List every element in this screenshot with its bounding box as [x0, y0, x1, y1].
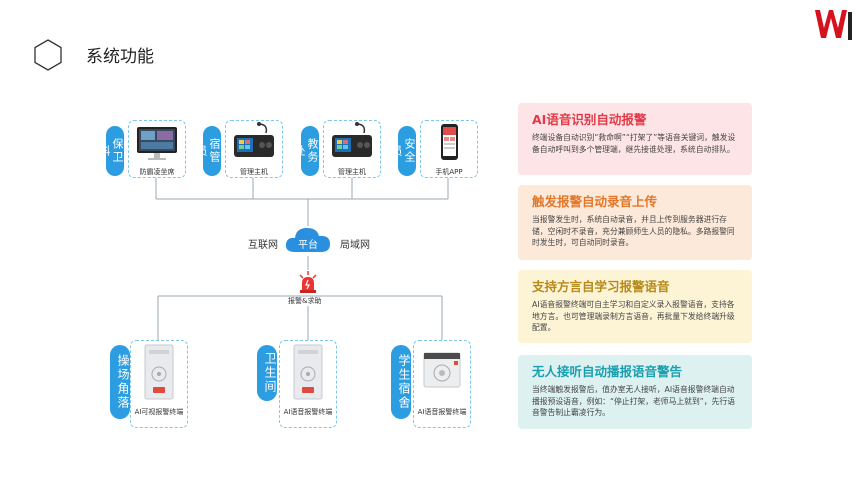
device-caption: AI语音报警终端 — [283, 408, 333, 416]
network-lan-label: 局域网 — [340, 240, 370, 251]
role-label-academic-office: 教务处 — [293, 126, 319, 176]
alarm-terminal-icon — [423, 352, 461, 388]
device-ai-video-alarm-terminal: AI可视报警终端 — [130, 340, 188, 428]
alarm-siren-icon — [299, 271, 317, 293]
management-host-icon — [234, 122, 274, 157]
device-caption: 手机APP — [435, 168, 463, 176]
feature-title: 支持方言自学习报警语音 — [532, 279, 670, 294]
role-label-dorm-manager: 宿管员 — [195, 126, 221, 176]
monitor-icon — [137, 127, 177, 160]
device-caption: 防霸凌坐席 — [139, 168, 175, 176]
feature-card-auto-recording: 触发报警自动录音上传 当报警发生时，系统自动录音，并且上传到服务器进行存储，空闲… — [518, 185, 752, 260]
feature-title: 无人接听自动播报语音警告 — [532, 364, 683, 379]
feature-card-auto-broadcast-warning: 无人接听自动播报语音警告 当终端触发报警后，值办室无人接听，AI语音报警终端自动… — [518, 355, 752, 429]
alarm-terminal-icon — [293, 344, 323, 400]
role-label-restroom: 卫生间 — [257, 345, 277, 401]
alarm-terminal-icon — [144, 344, 174, 400]
role-label-dormitory: 学生宿舍 — [391, 345, 411, 419]
device-caption: AI语音报警终端 — [417, 408, 467, 416]
device-management-host-2: 管理主机 — [323, 120, 381, 178]
role-label-playground-corner: 操场角落 — [110, 345, 130, 419]
feature-text: AI语音报警终端可自主学习和自定义录入报警语音，支持各地方言。也可管理端录制方言… — [532, 300, 735, 332]
network-internet-label: 互联网 — [248, 240, 278, 251]
device-mobile-app: 手机APP — [420, 120, 478, 178]
role-label-safety-officer: 安全员 — [390, 126, 416, 176]
page-title: 系统功能 — [86, 47, 154, 67]
feature-text: 当报警发生时，系统自动录音，并且上传到服务器进行存储，空闲时不录音，充分兼顾师生… — [532, 215, 735, 247]
feature-title: AI语音识别自动报警 — [532, 112, 647, 127]
hexagon-icon — [34, 39, 62, 71]
feature-text: 终端设备自动识别“救命啊”“打架了”等语音关键词，触发设备自动呼叫到多个管理端，… — [532, 133, 736, 154]
smartphone-icon — [441, 124, 458, 160]
device-ai-voice-alarm-terminal-2: AI语音报警终端 — [413, 340, 471, 428]
device-caption: 管理主机 — [338, 168, 366, 176]
feature-card-dialect-learning: 支持方言自学习报警语音 AI语音报警终端可自主学习和自定义录入报警语音，支持各地… — [518, 270, 752, 343]
device-ai-voice-alarm-terminal-1: AI语音报警终端 — [279, 340, 337, 428]
device-caption: AI可视报警终端 — [134, 408, 184, 416]
management-host-icon — [332, 122, 372, 157]
device-anti-bullying-console: 防霸凌坐席 — [128, 120, 186, 178]
device-management-host-1: 管理主机 — [225, 120, 283, 178]
feature-card-ai-voice-recognition: AI语音识别自动报警 终端设备自动识别“救命啊”“打架了”等语音关键词，触发设备… — [518, 103, 752, 175]
role-label-security: 保卫科 — [98, 126, 124, 176]
feature-text: 当终端触发报警后，值办室无人接听，AI语音报警终端自动播报预设语音，例如：“停止… — [532, 385, 735, 417]
brand-logo — [815, 10, 852, 40]
cloud-icon — [285, 228, 330, 252]
device-caption: 管理主机 — [240, 168, 268, 176]
feature-title: 触发报警自动录音上传 — [532, 194, 658, 209]
platform-label: 平台 — [298, 240, 318, 251]
alarm-caption: 报警&求助 — [288, 297, 322, 305]
